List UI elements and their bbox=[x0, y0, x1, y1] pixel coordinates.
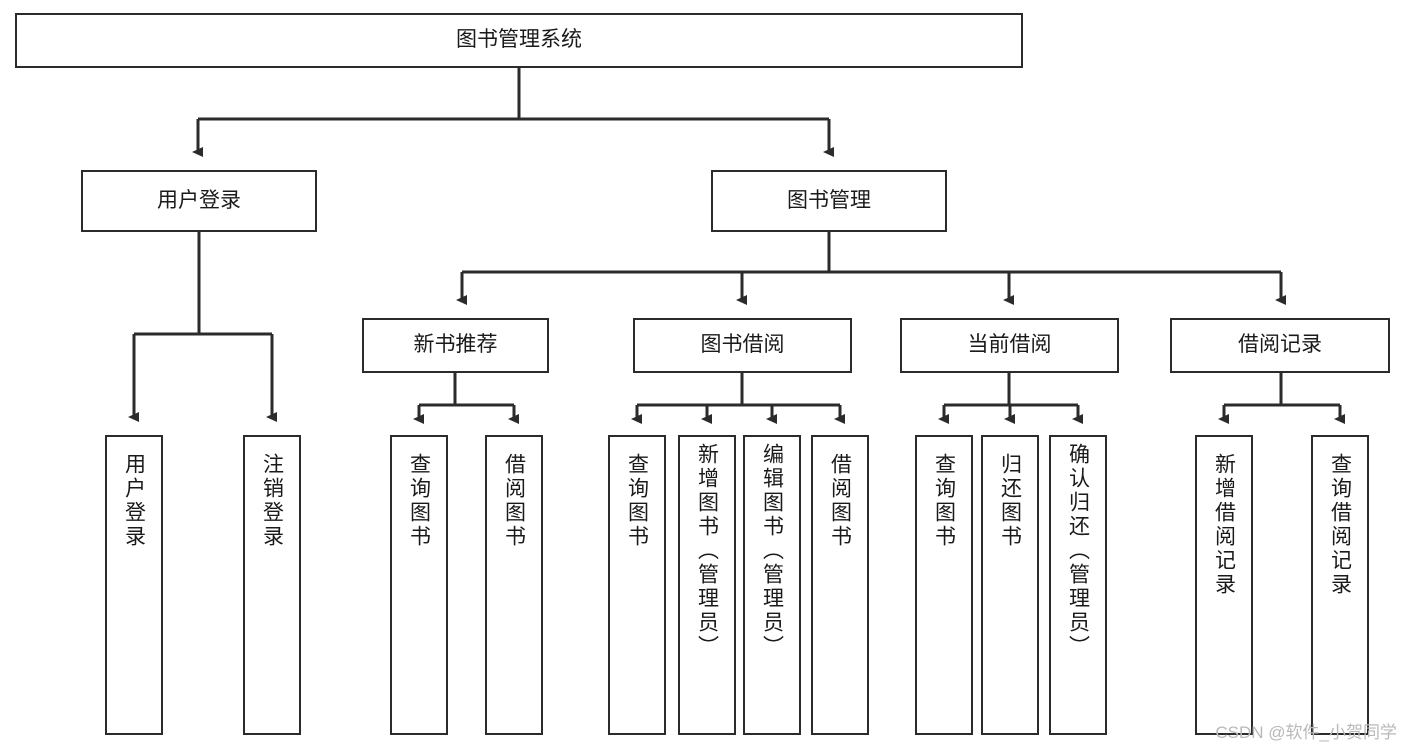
node-label: 新书推荐 bbox=[413, 333, 498, 357]
node-label: 用户登录 bbox=[122, 453, 146, 549]
watermark: CSDN @软件_小贺同学 bbox=[1215, 723, 1397, 742]
node-label: 图书借阅 bbox=[700, 333, 785, 357]
node-label: 查询图书 bbox=[932, 453, 956, 549]
node-borrow-record[interactable]: 借阅记录 bbox=[1170, 318, 1390, 373]
node-label: 编辑图书（管理员） bbox=[760, 443, 784, 659]
node-label: 借阅图书 bbox=[502, 453, 526, 549]
node-label: 图书管理系统 bbox=[456, 28, 582, 52]
node-book-borrow[interactable]: 图书借阅 bbox=[633, 318, 852, 373]
node-label: 当前借阅 bbox=[967, 333, 1052, 357]
node-label: 查询借阅记录 bbox=[1328, 453, 1352, 597]
node-leaf-edit-book[interactable]: 编辑图书（管理员） bbox=[743, 435, 801, 735]
node-leaf-borrow-book-1[interactable]: 借阅图书 bbox=[485, 435, 543, 735]
node-leaf-add-record[interactable]: 新增借阅记录 bbox=[1195, 435, 1253, 735]
node-label: 借阅记录 bbox=[1238, 333, 1322, 357]
node-label: 新增借阅记录 bbox=[1212, 453, 1236, 597]
node-leaf-borrow-book-2[interactable]: 借阅图书 bbox=[811, 435, 869, 735]
node-label: 注销登录 bbox=[260, 453, 284, 549]
node-label: 图书管理 bbox=[787, 188, 871, 212]
node-root[interactable]: 图书管理系统 bbox=[15, 13, 1023, 68]
node-label: 归还图书 bbox=[998, 453, 1022, 549]
node-leaf-confirm-return[interactable]: 确认归还（管理员） bbox=[1049, 435, 1107, 735]
node-leaf-return-book[interactable]: 归还图书 bbox=[981, 435, 1039, 735]
node-new-book-recommend[interactable]: 新书推荐 bbox=[362, 318, 549, 373]
node-label: 确认归还（管理员） bbox=[1066, 443, 1090, 659]
node-leaf-user-login[interactable]: 用户登录 bbox=[105, 435, 163, 735]
node-label: 用户登录 bbox=[157, 188, 241, 212]
node-label: 查询图书 bbox=[625, 453, 649, 549]
node-label: 查询图书 bbox=[407, 453, 431, 549]
node-label: 借阅图书 bbox=[828, 453, 852, 549]
node-book-manage[interactable]: 图书管理 bbox=[711, 170, 947, 232]
node-leaf-query-book-3[interactable]: 查询图书 bbox=[915, 435, 973, 735]
node-leaf-logout[interactable]: 注销登录 bbox=[243, 435, 301, 735]
node-leaf-query-record[interactable]: 查询借阅记录 bbox=[1311, 435, 1369, 735]
node-label: 新增图书（管理员） bbox=[695, 443, 719, 659]
node-user-login[interactable]: 用户登录 bbox=[81, 170, 317, 232]
node-current-borrow[interactable]: 当前借阅 bbox=[900, 318, 1119, 373]
node-leaf-add-book[interactable]: 新增图书（管理员） bbox=[678, 435, 736, 735]
node-leaf-query-book-1[interactable]: 查询图书 bbox=[390, 435, 448, 735]
node-leaf-query-book-2[interactable]: 查询图书 bbox=[608, 435, 666, 735]
